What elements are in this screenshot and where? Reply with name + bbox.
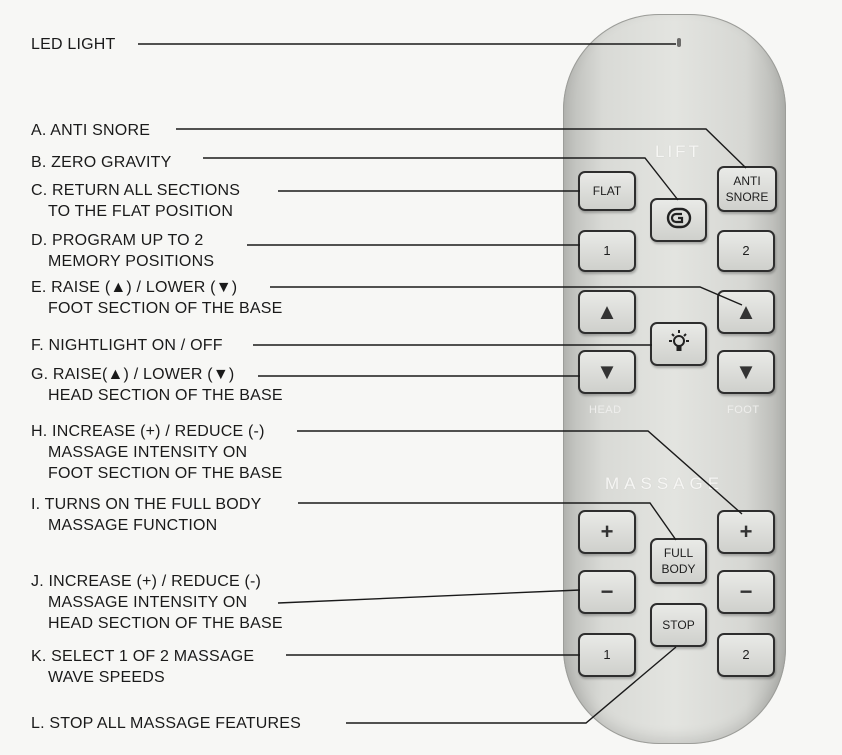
label-foot-massage-intensity: H. INCREASE (+) / REDUCE (-)MASSAGE INTE… <box>31 423 283 482</box>
zero-gravity-icon <box>666 207 692 233</box>
label-head-massage-intensity: J. INCREASE (+) / REDUCE (-)MASSAGE INTE… <box>31 573 283 632</box>
foot-section-label: FOOT <box>727 404 760 416</box>
head-lower-button[interactable]: ▼ <box>578 350 636 394</box>
nightlight-button[interactable] <box>650 322 707 366</box>
label-foot-raise-lower: E. RAISE (▲) / LOWER (▼)FOOT SECTION OF … <box>31 279 283 317</box>
head-raise-button[interactable]: ▲ <box>578 290 636 334</box>
foot-raise-button[interactable]: ▲ <box>717 290 775 334</box>
lightbulb-icon <box>664 329 694 359</box>
head-massage-minus-button[interactable]: − <box>578 570 636 614</box>
leader-stop <box>346 646 677 724</box>
minus-icon: − <box>739 579 753 604</box>
plus-icon: + <box>600 519 614 544</box>
leader-anti-snore <box>176 128 747 169</box>
leader-foot-massage <box>297 430 743 515</box>
minus-icon: − <box>600 579 614 604</box>
label-nightlight: F. NIGHTLIGHT ON / OFF <box>31 337 223 354</box>
zero-gravity-button[interactable] <box>650 198 707 242</box>
label-anti-snore: A. ANTI SNORE <box>31 122 151 139</box>
up-arrow-icon: ▲ <box>735 299 757 324</box>
leader-foot-raise <box>270 286 743 306</box>
massage-section-title: MASSAGE <box>605 474 725 493</box>
flat-button[interactable]: FLAT <box>578 171 636 211</box>
lift-section-title: LIFT <box>655 142 702 161</box>
down-arrow-icon: ▼ <box>596 359 618 384</box>
label-zero-gravity: B. ZERO GRAVITY <box>31 154 172 171</box>
memory-1-button[interactable]: 1 <box>578 230 636 272</box>
leader-full-body <box>298 502 677 541</box>
foot-massage-plus-button[interactable]: + <box>717 510 775 554</box>
label-head-raise-lower: G. RAISE(▲) / LOWER (▼)HEAD SECTION OF T… <box>31 366 283 404</box>
head-massage-plus-button[interactable]: + <box>578 510 636 554</box>
down-arrow-icon: ▼ <box>735 359 757 384</box>
memory-2-button[interactable]: 2 <box>717 230 775 272</box>
led-light-indicator <box>677 38 681 47</box>
leader-head-massage <box>277 589 581 604</box>
up-arrow-icon: ▲ <box>596 299 618 324</box>
plus-icon: + <box>739 519 753 544</box>
label-stop-massage: L. STOP ALL MASSAGE FEATURES <box>31 715 301 732</box>
foot-massage-minus-button[interactable]: − <box>717 570 775 614</box>
label-led-light: LED LIGHT <box>31 36 116 53</box>
wave-speed-2-button[interactable]: 2 <box>717 633 775 677</box>
head-section-label: HEAD <box>589 404 622 416</box>
foot-lower-button[interactable]: ▼ <box>717 350 775 394</box>
wave-speed-1-button[interactable]: 1 <box>578 633 636 677</box>
stop-massage-button[interactable]: STOP <box>650 603 707 647</box>
leader-zero-gravity <box>203 157 679 201</box>
